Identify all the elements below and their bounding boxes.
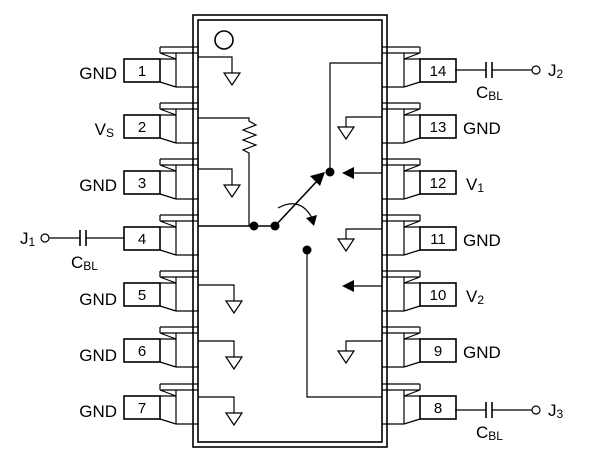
pin-2-label: VS [95, 120, 114, 140]
internal-ground-symbols [198, 56, 382, 427]
common-node-dot [249, 221, 259, 231]
pin-11-label: GND [463, 231, 501, 250]
pin-4: 4 [123, 214, 198, 256]
pin-number: 14 [430, 63, 447, 80]
left-pins: 1 2 3 4 5 6 7 [123, 46, 198, 425]
pin-7: 7 [123, 383, 198, 425]
switch-throw-arrow-icon [306, 215, 317, 226]
switch-blade-arrow-icon [310, 172, 325, 186]
ic-body-outer [192, 14, 388, 448]
pin-5-label: GND [79, 290, 117, 309]
ground-icon [336, 340, 382, 365]
pin-13-label: GND [463, 119, 501, 138]
pin-number: 1 [138, 63, 146, 80]
pin-10-label: V2 [466, 287, 484, 307]
pin-number: 2 [138, 119, 146, 136]
pin-5: 5 [123, 270, 198, 312]
pin-8: 8 [382, 383, 457, 425]
ic-body-inner [197, 19, 383, 443]
v2-arrow-icon [342, 280, 354, 292]
j1-label: J1 [20, 229, 36, 249]
j1-port: J1 CBL [20, 229, 124, 273]
ground-icon [198, 396, 244, 427]
pin-number: 12 [430, 175, 447, 192]
j2-port: J2 CBL [455, 61, 564, 103]
j3-label: J3 [548, 401, 564, 421]
pin-3: 3 [123, 158, 198, 200]
pin-number: 3 [138, 175, 146, 192]
pin-number: 5 [138, 287, 146, 304]
j2-cap-label: CBL [476, 83, 503, 103]
pin-number: 8 [434, 400, 442, 417]
pin-number: 7 [138, 400, 146, 417]
ground-icon [336, 116, 382, 141]
pin-1: 1 [123, 46, 198, 88]
rf-switch [198, 62, 382, 398]
v1-arrow-icon [342, 167, 354, 179]
pin-7-label: GND [79, 402, 117, 421]
pin-2: 2 [123, 102, 198, 144]
pin-9-label: GND [463, 343, 501, 362]
ground-icon [198, 284, 244, 315]
throw-1-contact [325, 167, 335, 177]
pin-12-label: V1 [466, 175, 484, 195]
ground-icon [336, 228, 382, 253]
j2-label: J2 [548, 61, 564, 81]
resistor-icon [198, 117, 258, 226]
j3-cap-label: CBL [476, 423, 503, 443]
pin-14: 14 [382, 46, 457, 88]
pin-number: 10 [430, 287, 447, 304]
ground-icon [198, 340, 244, 371]
throw-1-trace [329, 62, 382, 172]
control-arrows [342, 167, 382, 292]
pin-10: 10 [382, 270, 457, 312]
pin-6-label: GND [79, 346, 117, 365]
pin-number: 6 [138, 343, 146, 360]
pin-number: 4 [138, 231, 146, 248]
throw-2-contact [302, 245, 312, 255]
pin-3-label: GND [79, 176, 117, 195]
bias-resistor [198, 117, 258, 226]
pin-6: 6 [123, 326, 198, 368]
pin1-orientation-mark [214, 30, 234, 50]
j2-terminal [531, 65, 541, 75]
j1-terminal [40, 233, 50, 243]
pin-1-label: GND [79, 64, 117, 83]
pin-11: 11 [382, 214, 457, 256]
pin-9: 9 [382, 326, 457, 368]
j3-terminal [531, 405, 541, 415]
pin-number: 11 [430, 231, 446, 248]
j1-cap-label: CBL [71, 253, 98, 273]
ground-icon [198, 168, 242, 199]
switch-throw-arc [277, 203, 313, 219]
pin-13: 13 [382, 102, 457, 144]
pin-12: 12 [382, 158, 457, 200]
pin-number: 9 [434, 343, 442, 360]
pin-number: 13 [430, 119, 447, 136]
ground-icon [198, 56, 242, 87]
j3-port: J3 CBL [455, 401, 564, 443]
switch-blade [274, 179, 319, 227]
throw-2-trace [306, 250, 382, 398]
right-pins: 14 13 12 11 10 9 8 [382, 46, 457, 425]
